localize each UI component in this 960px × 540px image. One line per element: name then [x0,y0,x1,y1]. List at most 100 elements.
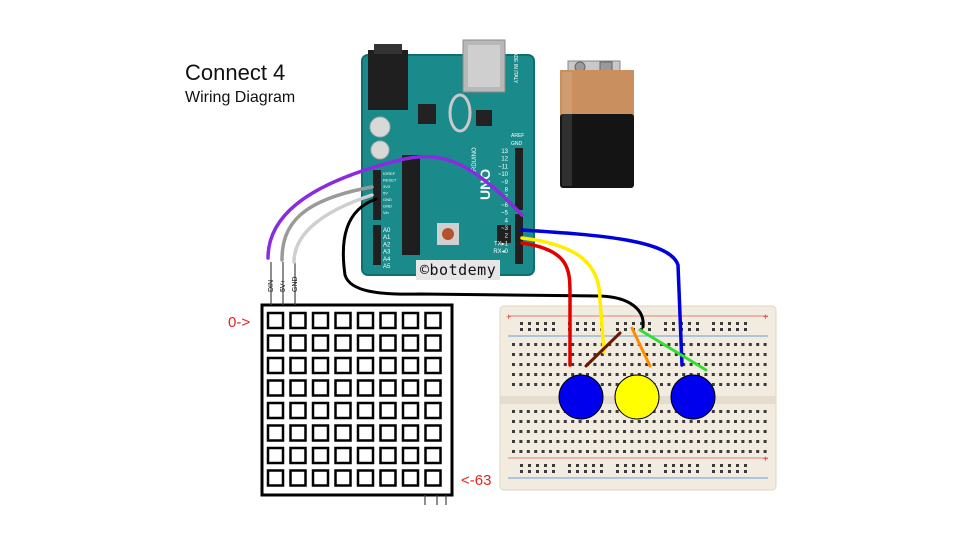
breadboard-hole [541,383,545,386]
breadboard-hole [615,353,619,356]
breadboard-hole [536,328,539,331]
breadboard-hole [640,470,643,473]
breadboard-hole [697,373,700,376]
breadboard-hole [645,353,649,356]
breadboard-hole [741,430,745,433]
breadboard-hole [748,363,752,366]
breadboard-hole [696,328,699,331]
led-cell [334,469,352,487]
breadboard-hole [640,464,643,467]
breadboard-hole [563,420,567,423]
breadboard-hole [600,410,604,413]
breadboard-hole [734,353,737,356]
breadboard-hole [512,383,515,386]
breadboard-hole [652,353,656,356]
breadboard-hole [624,328,627,331]
led-cell [401,311,420,330]
breadboard-hole [584,464,587,467]
breadboard-hole [748,383,752,386]
led-cell [424,311,442,330]
breadboard-hole [689,373,693,376]
breadboard-hole [526,373,530,376]
breadboard-hole [688,322,691,325]
breadboard-hole [616,328,619,331]
arduino-board [361,39,535,276]
breadboard-hole [637,353,641,356]
breadboard-hole [667,353,671,356]
digital-pin-label: 12 [501,157,508,163]
breadboard-hole [696,470,699,473]
breadboard-hole [615,420,619,423]
breadboard-hole [616,470,619,473]
led-cell [379,311,397,330]
breadboard-hole [728,464,731,467]
breadboard-hole [667,383,671,386]
matrix-end-label: <-63 [461,472,492,489]
svg-text:+: + [763,312,768,322]
breadboard-hole [689,450,693,453]
led-cell [266,379,285,397]
breadboard-hole [748,450,752,453]
led-cell [289,356,307,375]
breadboard-hole [512,343,515,346]
breadboard-hole [763,353,767,356]
breadboard-hole [664,322,667,325]
breadboard-hole [719,410,723,413]
breadboard-hole [756,383,760,386]
led-cell [311,379,330,397]
breadboard-hole [741,420,745,423]
breadboard-hole [593,450,597,453]
breadboard-hole [586,343,589,346]
breadboard-hole [648,322,651,325]
breadboard-hole [630,343,634,346]
digital-pin-label: ~10 [498,172,509,178]
breadboard-hole [660,363,663,366]
breadboard-hole [556,440,560,443]
led-cell [356,356,375,375]
breadboard-hole [592,328,595,331]
breadboard-hole [578,440,582,443]
breadboard-hole [660,353,663,356]
breadboard-hole [711,440,715,443]
led-cell [401,424,420,442]
analog-pin-label: A2 [383,242,391,248]
led-cell [289,379,307,397]
breadboard-hole [526,430,530,433]
breadboard-hole [571,343,575,346]
breadboard-hole [680,464,683,467]
breadboard-hole [697,420,700,423]
analog-pin-label: A4 [383,257,391,263]
breadboard-hole [763,430,767,433]
watermark: ©botdemy [416,260,501,280]
led-cell [356,379,375,397]
svg-text:+: + [763,454,768,464]
matrix-start-label: 0-> [228,314,251,331]
breadboard-hole [608,410,612,413]
breadboard-hole [556,410,560,413]
breadboard-hole [667,343,671,346]
analog-pin-label: A3 [383,250,391,256]
diagram-subtitle: Wiring Diagram [185,89,296,106]
led-cell [424,356,442,375]
breadboard-hole [763,363,767,366]
breadboard-hole [520,470,523,473]
breadboard-hole [736,470,739,473]
breadboard-hole [586,440,589,443]
matrix-pin-5v: 5V+ [280,279,287,292]
led-cell [424,379,442,397]
breadboard-hole [652,430,656,433]
breadboard-hole [697,353,700,356]
breadboard-hole [549,440,552,443]
breadboard-hole [763,373,767,376]
led-cell [379,446,397,465]
breadboard-hole [608,363,612,366]
breadboard-hole [726,430,730,433]
breadboard-hole [563,373,567,376]
arduino-aref-label: AREF [511,133,524,139]
led-cell [266,334,285,352]
breadboard-hole [549,343,552,346]
breadboard-hole [616,464,619,467]
breadboard-hole [571,363,575,366]
breadboard-hole [541,430,545,433]
